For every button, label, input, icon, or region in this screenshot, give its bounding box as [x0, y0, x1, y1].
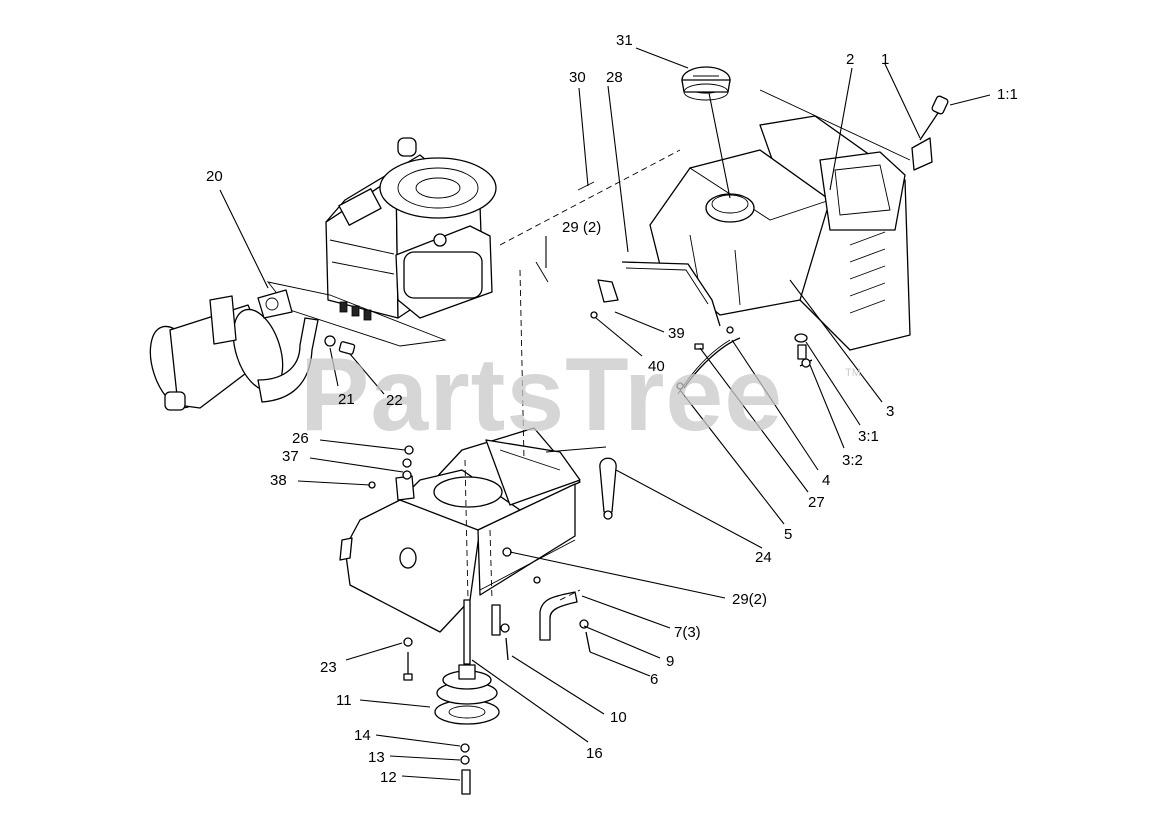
- fuel-cap: [681, 66, 731, 101]
- callout-6: 6: [650, 671, 658, 688]
- callout-10: 10: [610, 709, 627, 726]
- muffler: [149, 289, 319, 411]
- callout-39: 39: [668, 325, 685, 342]
- engine: [266, 137, 497, 347]
- callout-3-1: 3:1: [858, 428, 879, 445]
- callout-1: 1: [881, 51, 889, 68]
- fuel-valve: [794, 333, 813, 368]
- callout-1-1: 1:1: [997, 86, 1018, 103]
- callout-12: 12: [380, 769, 397, 786]
- pulley: [434, 599, 500, 795]
- callout-7-3: 7(3): [674, 624, 701, 641]
- callout-28: 28: [606, 69, 623, 86]
- console-vents: [849, 231, 886, 314]
- callout-20: 20: [206, 168, 223, 185]
- callout-16: 16: [586, 745, 603, 762]
- callout-31: 31: [616, 32, 633, 49]
- callout-5: 5: [784, 526, 792, 543]
- frame-hardware: [368, 445, 617, 681]
- throttle-control: [911, 95, 949, 171]
- watermark: PartsTree TM: [300, 337, 861, 453]
- callout-24: 24: [755, 549, 772, 566]
- callout-9: 9: [666, 653, 674, 670]
- callout-29-2-bottom: 29(2): [732, 591, 767, 608]
- callout-23: 23: [320, 659, 337, 676]
- callout-11: 11: [336, 692, 352, 709]
- callout-13: 13: [368, 749, 385, 766]
- callout-27: 27: [808, 494, 825, 511]
- callout-3: 3: [886, 403, 894, 420]
- frame: [339, 427, 581, 633]
- callout-29-2-top: 29 (2): [562, 219, 601, 236]
- watermark-text: PartsTree: [300, 337, 783, 453]
- callout-labels: 31 30 28 2 1 1:1 20 29 (2) 39 40 21 22 3…: [206, 32, 1018, 786]
- callout-22: 22: [386, 392, 403, 409]
- callout-4: 4: [822, 472, 830, 489]
- callout-26: 26: [292, 430, 309, 447]
- callout-14: 14: [354, 727, 371, 744]
- fuel-hoses: [590, 261, 741, 395]
- alignment-lines: [464, 149, 681, 601]
- callout-40: 40: [648, 358, 665, 375]
- callout-3-2: 3:2: [842, 452, 863, 469]
- callout-38: 38: [270, 472, 287, 489]
- fuel-tank-assembly: [649, 89, 911, 351]
- exhaust-hardware: [324, 335, 356, 355]
- watermark-tm: TM: [845, 367, 861, 379]
- callout-21: 21: [338, 391, 355, 408]
- callout-30: 30: [569, 69, 586, 86]
- callout-2: 2: [846, 51, 854, 68]
- callout-37: 37: [282, 448, 299, 465]
- leader-lines: [219, 47, 991, 781]
